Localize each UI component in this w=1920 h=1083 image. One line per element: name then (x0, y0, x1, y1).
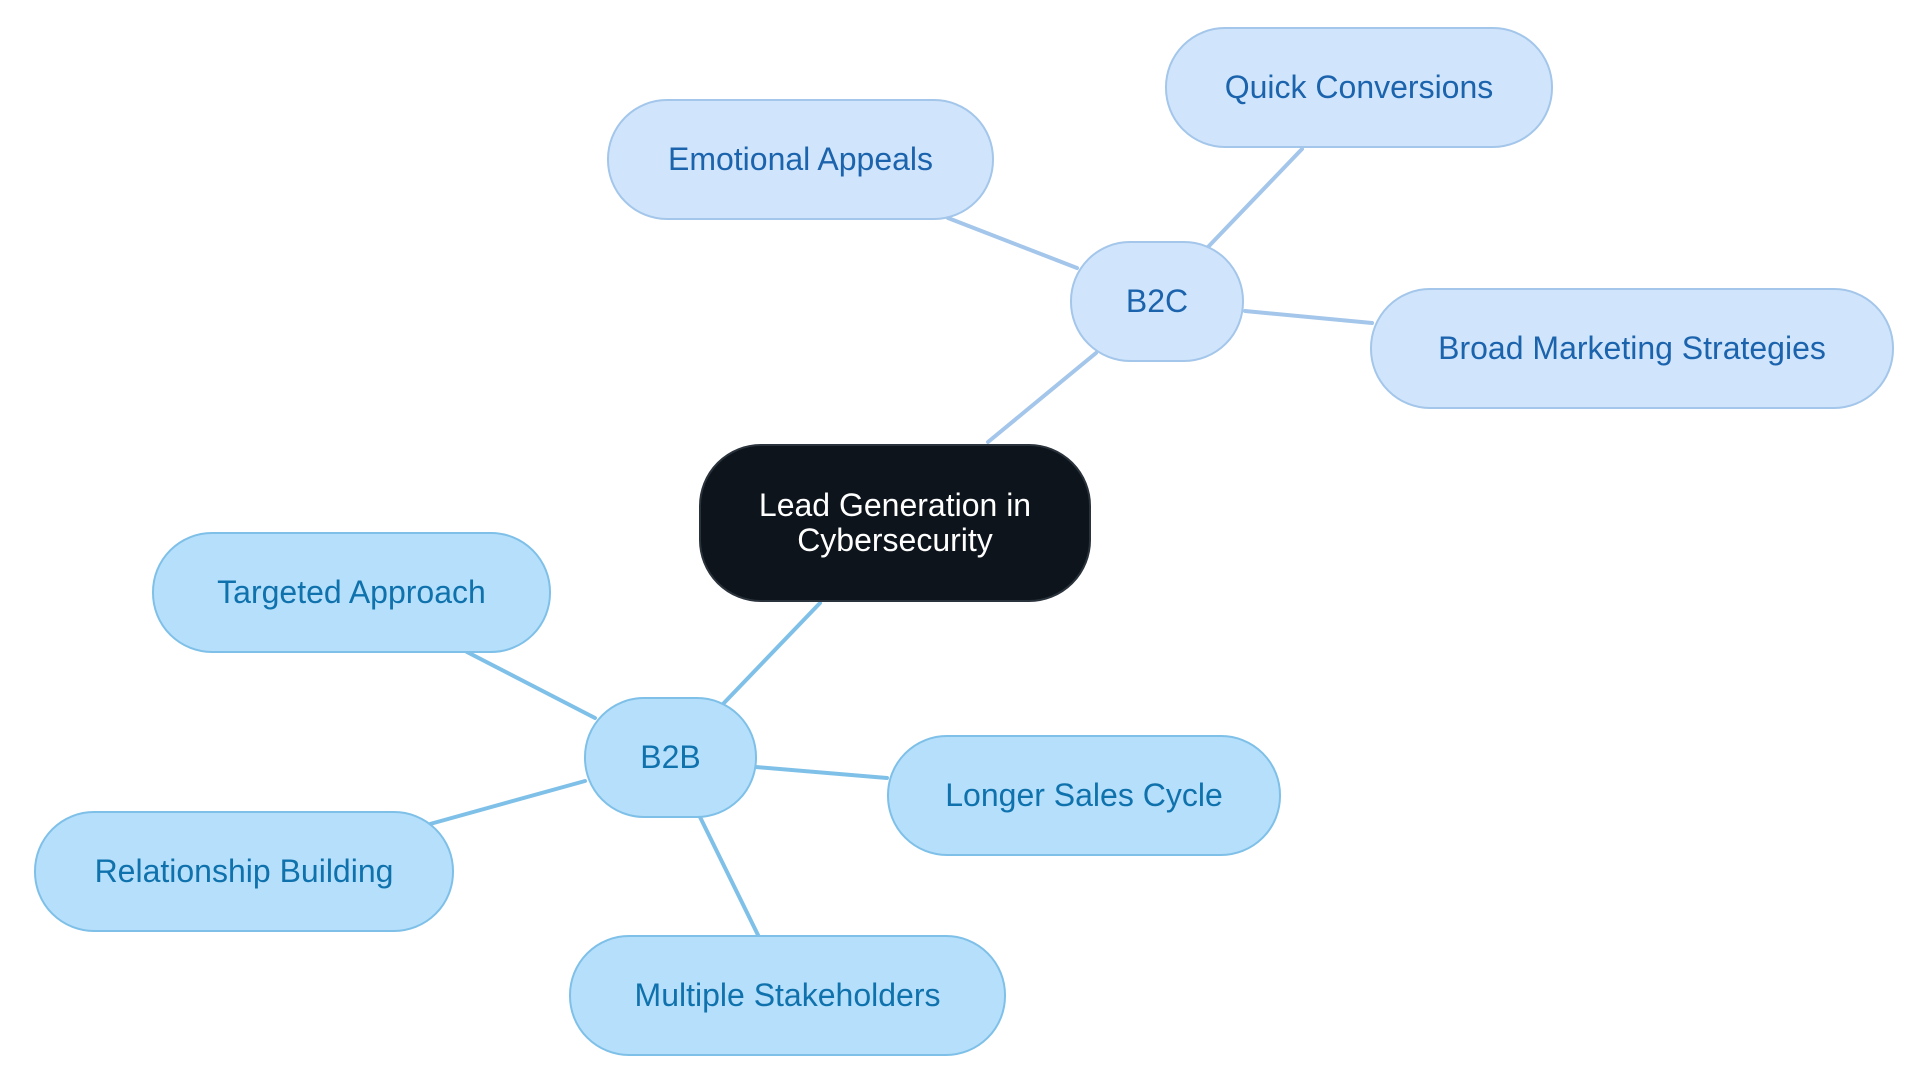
branch-node-b2c[interactable]: B2C (1070, 241, 1244, 362)
leaf-node-relationship-building[interactable]: Relationship Building (34, 811, 454, 932)
leaf-node-label: Multiple Stakeholders (634, 976, 941, 1013)
leaf-node-label: Longer Sales Cycle (945, 776, 1223, 813)
edge-b2b-targeted-approach (465, 650, 597, 720)
edge-root-b2c (986, 351, 1098, 444)
leaf-node-broad-marketing-strategies[interactable]: Broad Marketing Strategies (1370, 288, 1894, 409)
leaf-node-targeted-approach[interactable]: Targeted Approach (152, 532, 551, 653)
branch-node-label: B2B (640, 738, 701, 775)
edge-b2c-broad-marketing-strategies (1243, 309, 1374, 325)
leaf-node-label: Relationship Building (94, 852, 394, 889)
root-node-label: Lead Generation in Cybersecurity (758, 486, 1032, 558)
edge-b2c-quick-conversions (1206, 147, 1304, 249)
root-node-lead-generation-in-cybersecurity[interactable]: Lead Generation in Cybersecurity (699, 444, 1091, 602)
edge-root-b2b (721, 601, 822, 706)
leaf-node-emotional-appeals[interactable]: Emotional Appeals (607, 99, 994, 220)
leaf-node-label: Quick Conversions (1224, 68, 1494, 105)
leaf-node-longer-sales-cycle[interactable]: Longer Sales Cycle (887, 735, 1281, 856)
edge-b2b-relationship-building (428, 779, 587, 826)
leaf-node-multiple-stakeholders[interactable]: Multiple Stakeholders (569, 935, 1006, 1056)
leaf-node-label: Emotional Appeals (667, 140, 934, 177)
edge-b2c-emotional-appeals (946, 216, 1079, 270)
edge-b2b-multiple-stakeholders (698, 815, 760, 937)
branch-node-b2b[interactable]: B2B (584, 697, 757, 818)
leaf-node-quick-conversions[interactable]: Quick Conversions (1165, 27, 1553, 148)
leaf-node-label: Targeted Approach (217, 573, 486, 610)
edge-b2b-longer-sales-cycle (754, 765, 889, 780)
leaf-node-label: Broad Marketing Strategies (1438, 329, 1826, 366)
branch-node-label: B2C (1125, 282, 1189, 319)
